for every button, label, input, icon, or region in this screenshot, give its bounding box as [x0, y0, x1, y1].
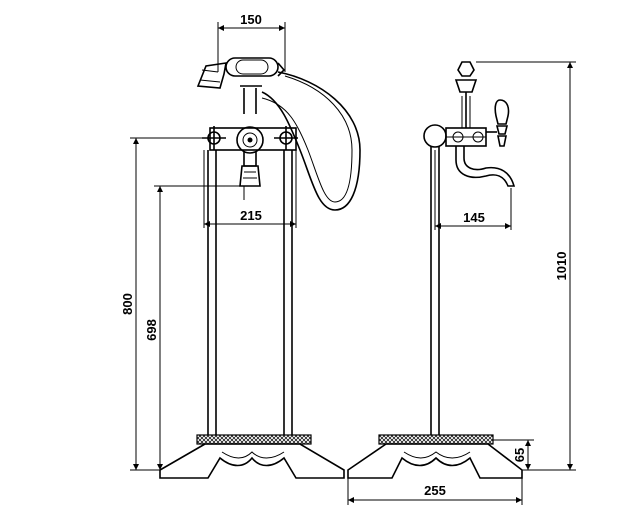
dimension-label-65: 65 — [512, 448, 527, 462]
dimension-65: 65 — [493, 439, 534, 471]
dimension-1010: 1010 — [476, 61, 576, 471]
side-ball-icon — [423, 124, 447, 148]
dimension-215: 215 — [203, 150, 297, 228]
dimension-label-800: 800 — [120, 293, 135, 315]
dimension-label-1010: 1010 — [554, 252, 569, 281]
front-view: 150 215 800 698 — [120, 12, 361, 479]
lever-handle-icon — [486, 99, 510, 147]
right-handle-icon — [274, 126, 298, 150]
side-head — [454, 61, 478, 128]
mixer-body — [202, 126, 298, 187]
side-spout — [455, 146, 516, 187]
dimension-label-215: 215 — [240, 208, 262, 223]
dimension-145: 145 — [434, 150, 512, 230]
dimension-698: 698 — [144, 185, 244, 471]
dimension-label-145: 145 — [463, 210, 485, 225]
dimension-150: 150 — [217, 12, 286, 72]
shower-hose — [261, 71, 361, 211]
dimension-255: 255 — [347, 478, 523, 505]
front-base — [159, 434, 345, 479]
dimension-label-255: 255 — [424, 483, 446, 498]
dimension-label-698: 698 — [144, 319, 159, 341]
side-view: 145 1010 65 255 — [347, 61, 576, 505]
standpipes — [207, 150, 293, 435]
side-base — [347, 434, 523, 479]
dimension-label-150: 150 — [240, 12, 262, 27]
hand-shower — [196, 57, 286, 114]
side-mixer — [445, 127, 487, 147]
dimension-800: 800 — [120, 137, 206, 471]
